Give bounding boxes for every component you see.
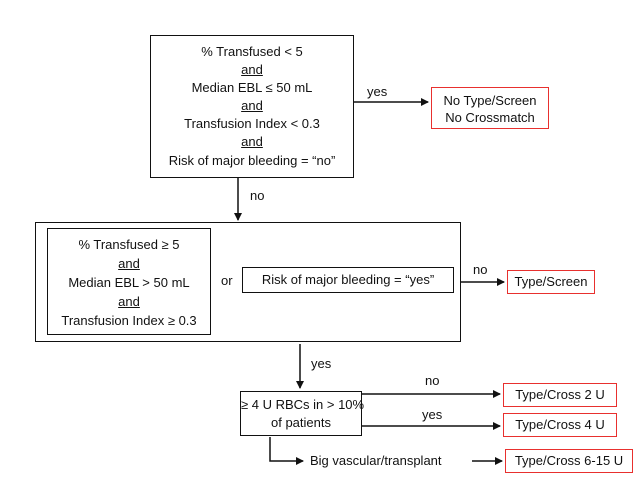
top-line-risk: Risk of major bleeding = “no”	[168, 153, 336, 168]
top-line-ebl: Median EBL ≤ 50 mL	[191, 80, 313, 95]
middle-risk-box: Risk of major bleeding = “yes”	[242, 267, 454, 293]
top-line-index: Transfusion Index < 0.3	[184, 116, 320, 131]
middle-criteria-box: % Transfused ≥ 5 and Median EBL > 50 mL …	[47, 228, 211, 335]
label-no-1: no	[250, 188, 265, 203]
bottom-line-1: ≥ 4 U RBCs in > 10%	[241, 397, 365, 412]
mid-line-transfused: % Transfused ≥ 5	[78, 237, 180, 252]
result-type-cross-4u: Type/Cross 4 U	[503, 413, 617, 437]
top-criteria-box: % Transfused < 5 and Median EBL ≤ 50 mL …	[150, 35, 354, 178]
top-and-3: and	[241, 134, 263, 149]
label-big-vascular: Big vascular/transplant	[310, 453, 442, 468]
result-no-type-line1: No Type/Screen	[443, 93, 537, 108]
top-and-1: and	[241, 62, 263, 77]
mid-and-1: and	[118, 256, 140, 271]
result-type-cross-6-15u: Type/Cross 6-15 U	[505, 449, 633, 473]
arrow-branch-to-vascular	[269, 437, 304, 465]
top-and-2: and	[241, 98, 263, 113]
mid-and-2: and	[118, 294, 140, 309]
result-type-cross-2u: Type/Cross 2 U	[503, 383, 617, 407]
label-yes-1: yes	[367, 84, 388, 99]
result-cross4-text: Type/Cross 4 U	[515, 417, 605, 432]
label-yes-2: yes	[311, 356, 332, 371]
label-no-3: no	[425, 373, 440, 388]
result-cross615-text: Type/Cross 6-15 U	[514, 453, 624, 468]
result-no-type-line2: No Crossmatch	[445, 110, 535, 125]
result-type-screen: Type/Screen	[507, 270, 595, 294]
mid-risk-text: Risk of major bleeding = “yes”	[261, 272, 435, 287]
label-no-2: no	[473, 262, 488, 277]
result-no-type-screen: No Type/Screen No Crossmatch	[431, 87, 549, 129]
mid-line-ebl: Median EBL > 50 mL	[68, 275, 190, 290]
bottom-line-2: of patients	[271, 415, 331, 430]
result-cross2-text: Type/Cross 2 U	[515, 387, 605, 402]
top-line-transfused: % Transfused < 5	[201, 44, 303, 59]
result-type-screen-text: Type/Screen	[514, 274, 588, 289]
label-yes-3: yes	[422, 407, 443, 422]
mid-line-index: Transfusion Index ≥ 0.3	[61, 313, 197, 328]
label-or: or	[221, 273, 233, 288]
bottom-criteria-box: ≥ 4 U RBCs in > 10% of patients	[240, 391, 365, 436]
